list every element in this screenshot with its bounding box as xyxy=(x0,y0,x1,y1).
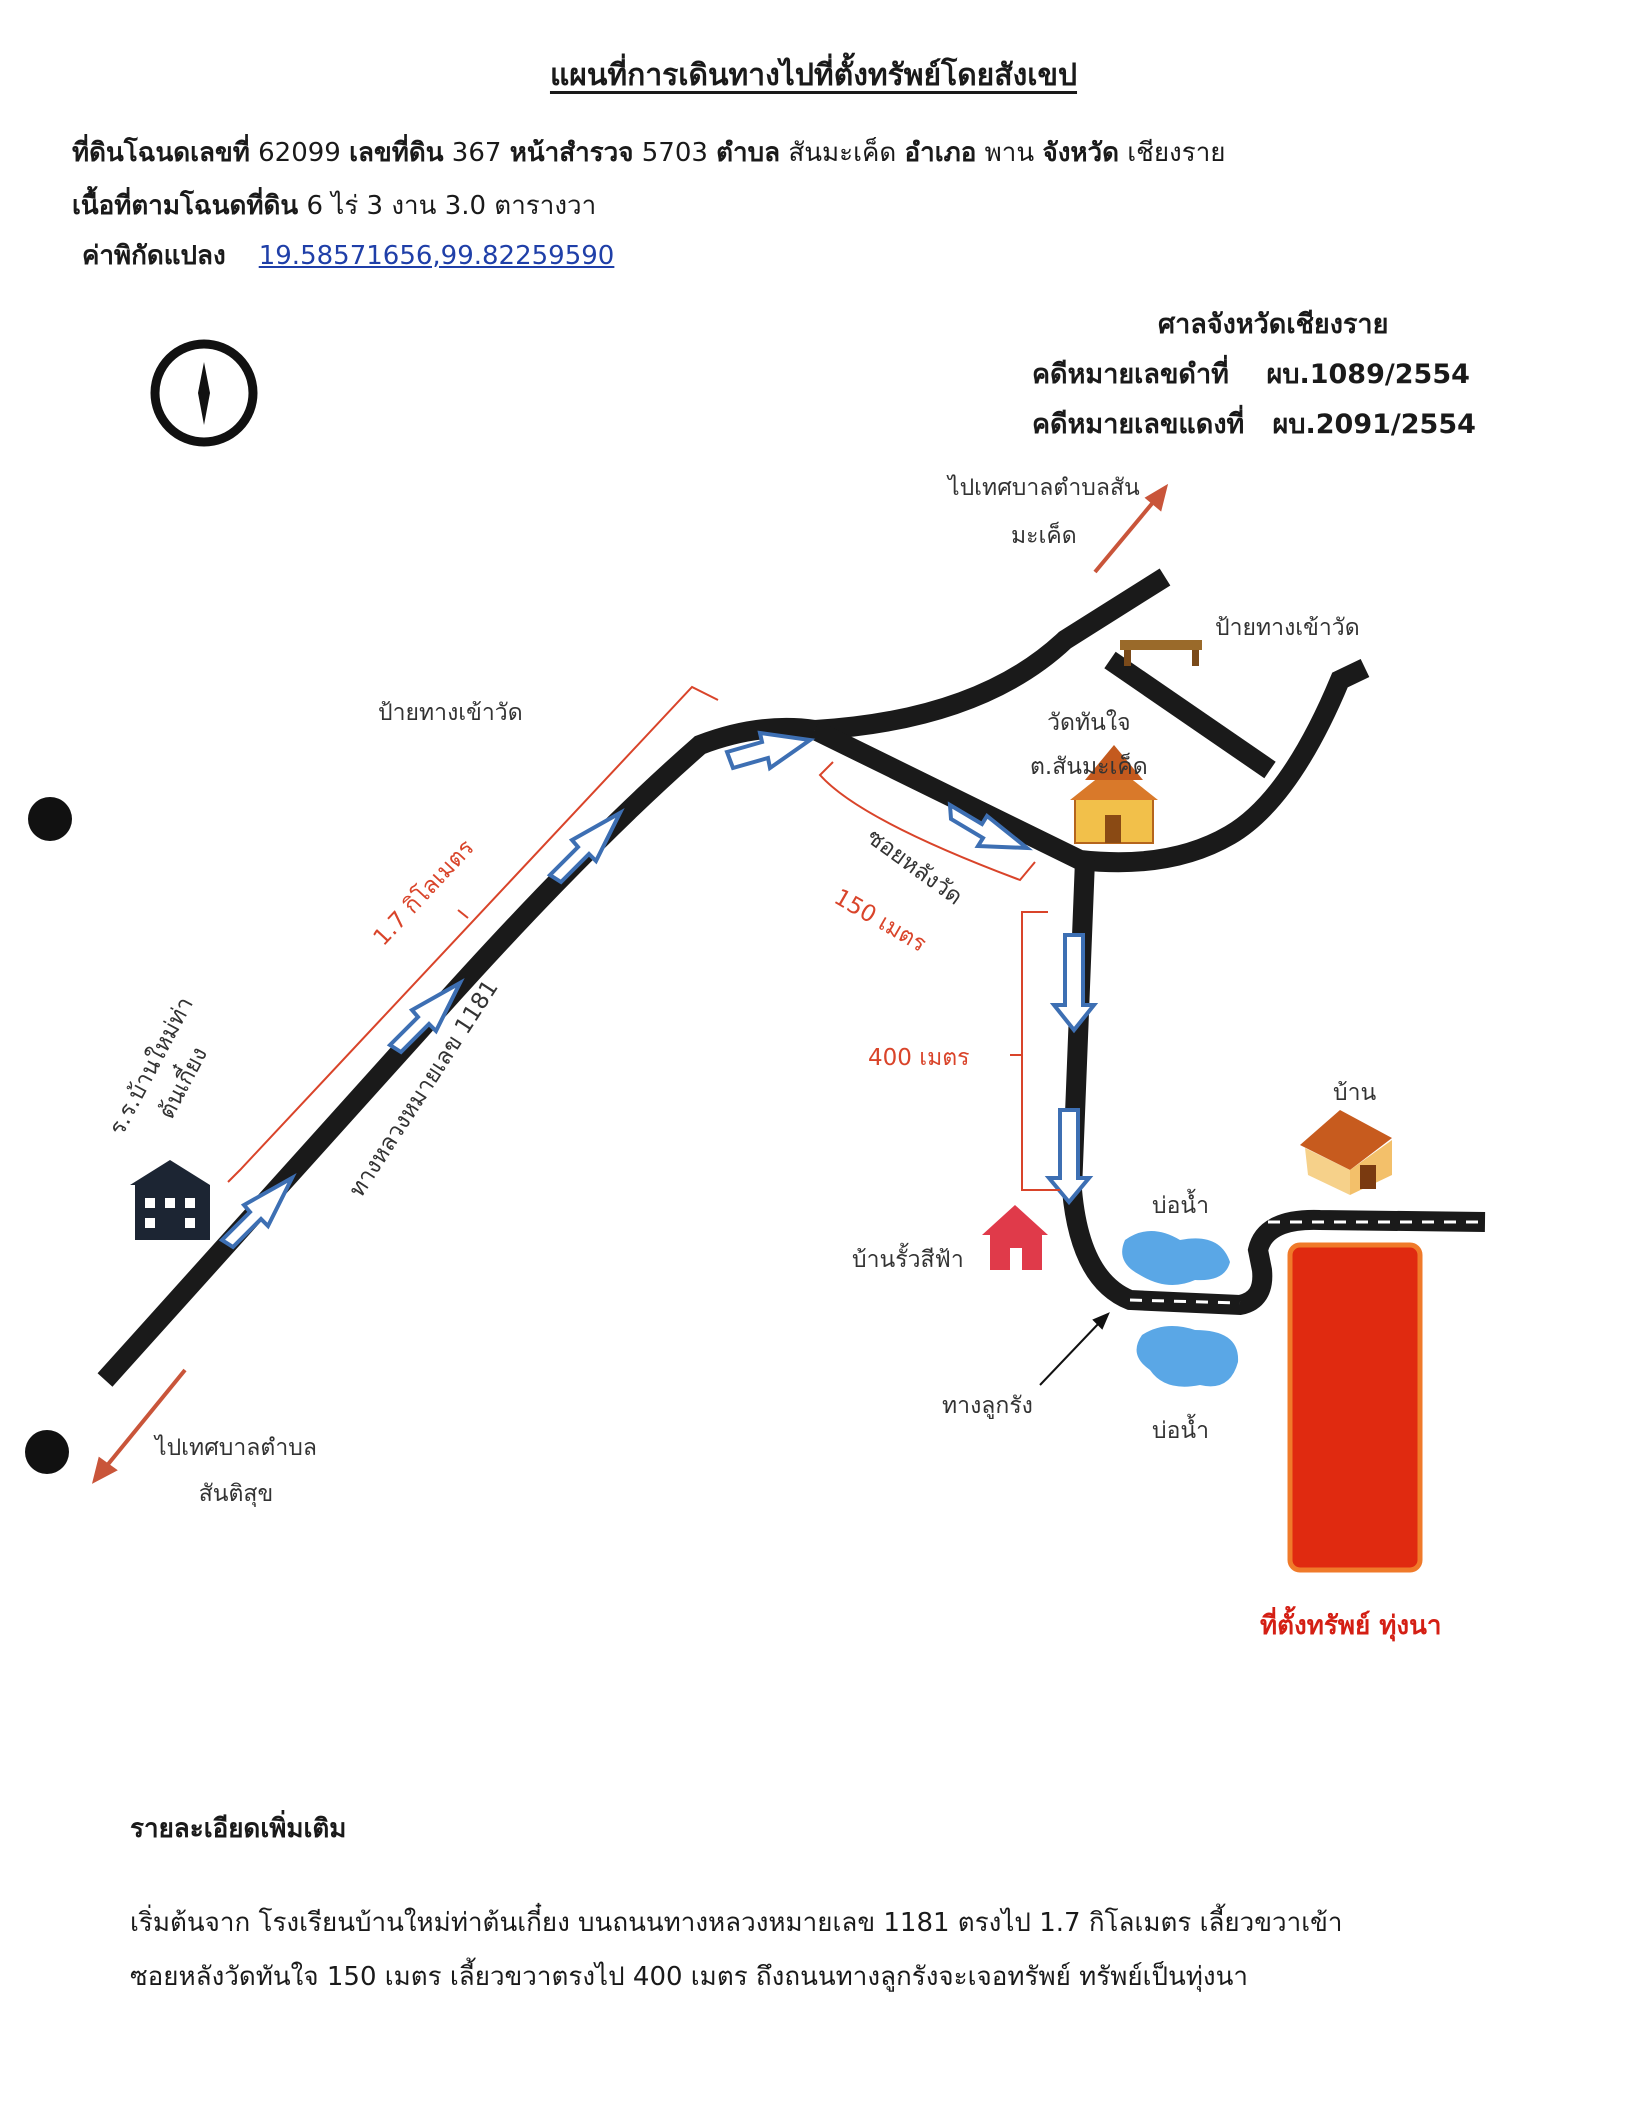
label-temple: วัดทันใจ ต.สันมะเค็ด xyxy=(1030,710,1148,780)
area-line: เนื้อที่ตามโฉนดที่ดิน 6 ไร่ 3 งาน 3.0 ตา… xyxy=(72,191,597,221)
arrow-icon xyxy=(724,730,816,772)
label-gravel-road: ทางลูกรัง xyxy=(942,1393,1033,1419)
soi-behind-temple-road xyxy=(810,658,1370,873)
pond-top xyxy=(1122,1231,1230,1285)
label-temple-sign-right: ป้ายทางเข้าวัด xyxy=(1215,615,1360,641)
label-dist-400: 400 เมตร xyxy=(868,1045,970,1071)
dimension-brackets xyxy=(227,685,1060,1191)
label-blue-fence-house: บ้านรั้วสีฟ้า xyxy=(852,1247,964,1273)
property-plot xyxy=(1287,1242,1423,1573)
arrow-icon xyxy=(1049,933,1099,1034)
label-to-sanmaked: ไปเทศบาลตำบลสัน มะเค็ด xyxy=(948,475,1140,549)
arrow-icon xyxy=(947,801,1034,851)
temple-icon xyxy=(1070,745,1158,844)
pond-bottom xyxy=(1136,1326,1239,1387)
outbound-arrows xyxy=(91,483,1169,1484)
road-north xyxy=(814,568,1171,740)
arrow-icon xyxy=(218,1173,297,1250)
label-pond-bottom: บ่อน้ำ xyxy=(1152,1418,1210,1444)
red-case: คดีหมายเลขแดงที่ ผบ.2091/2554 xyxy=(1032,409,1476,440)
compass-icon xyxy=(150,339,258,447)
arrow-icon xyxy=(1044,1108,1094,1206)
label-pond-top: บ่อน้ำ xyxy=(1152,1193,1210,1219)
binder-hole-top xyxy=(28,797,72,841)
label-temple-sign-left: ป้ายทางเข้าวัด xyxy=(378,700,523,726)
gravel-pointer xyxy=(1039,1312,1110,1386)
details-line-1: เริ่มต้นจาก โรงเรียนบ้านใหม่ท่าต้นเกี๋ยง… xyxy=(130,1908,1343,1938)
red-house-icon xyxy=(982,1205,1048,1270)
court-name: ศาลจังหวัดเชียงราย xyxy=(1158,309,1389,340)
details-line-2: ซอยหลังวัดทันใจ 150 เมตร เลี้ยวขวาตรงไป … xyxy=(130,1962,1248,1992)
direction-arrows xyxy=(218,730,1099,1250)
coords-line: ค่าพิกัดแปลง 19.58571656,99.82259590 xyxy=(82,241,615,271)
deed-line: ที่ดินโฉนดเลขที่ 62099 เลขที่ดิน 367 หน้… xyxy=(72,138,1226,168)
highway-1181-road xyxy=(97,717,817,1387)
coords-link[interactable]: 19.58571656,99.82259590 xyxy=(258,241,615,271)
label-to-santisuk: ไปเทศบาลตำบล สันติสุข xyxy=(155,1435,317,1507)
label-property: ที่ตั้งทรัพย์ ทุ่งนา xyxy=(1260,1611,1442,1641)
binder-hole-bottom xyxy=(25,1430,69,1474)
road-south xyxy=(1061,859,1486,1316)
temple-inner-road xyxy=(1104,651,1276,779)
arrow-icon xyxy=(546,808,625,885)
gravel-road-dashes xyxy=(1129,1220,1485,1305)
label-house: บ้าน xyxy=(1333,1080,1377,1106)
house-icon xyxy=(1300,1110,1392,1195)
temple-sign-icon xyxy=(1120,640,1202,666)
arrow-icon xyxy=(386,978,465,1055)
black-case: คดีหมายเลขดำที่ ผบ.1089/2554 xyxy=(1032,359,1470,390)
details-heading: รายละเอียดเพิ่มเติม xyxy=(130,1814,347,1844)
page-title: แผนที่การเดินทางไปที่ตั้งทรัพย์โดยสังเขป xyxy=(549,58,1078,93)
school-icon xyxy=(130,1160,210,1240)
